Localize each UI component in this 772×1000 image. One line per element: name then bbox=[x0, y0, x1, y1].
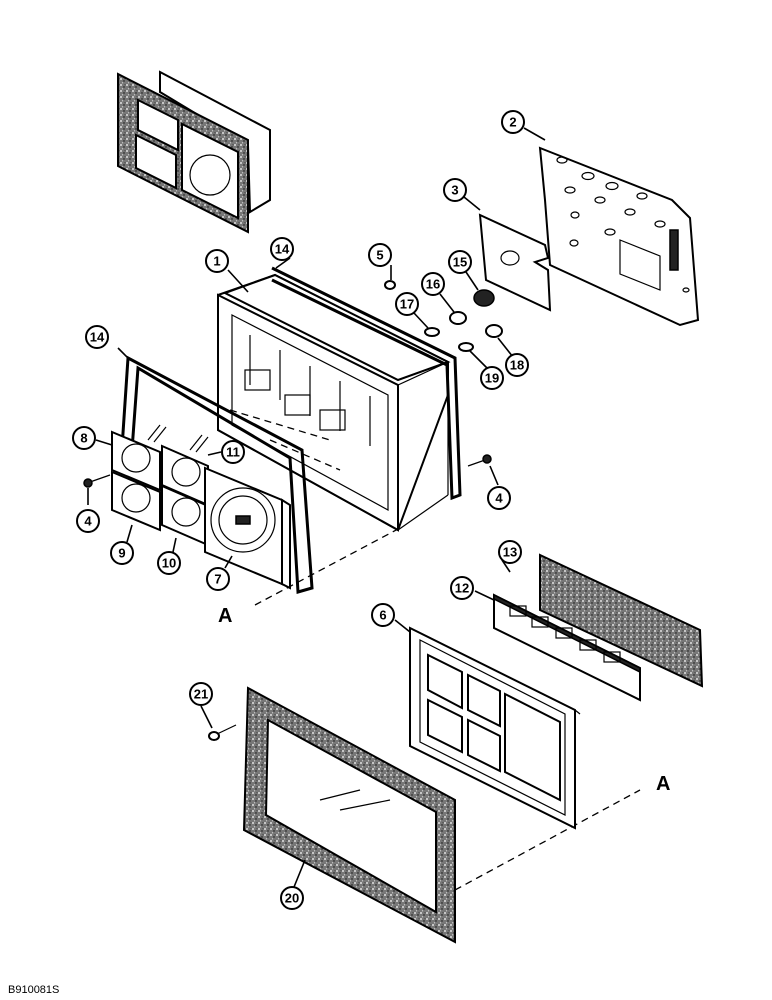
callout-8: 8 bbox=[72, 426, 96, 450]
callout-1: 1 bbox=[205, 249, 229, 273]
guide-line bbox=[229, 409, 331, 441]
callout-16: 16 bbox=[421, 272, 445, 296]
callout-2: 2 bbox=[501, 110, 525, 134]
svg-text:4: 4 bbox=[84, 514, 92, 529]
svg-text:11: 11 bbox=[226, 445, 240, 460]
seal-ring-upper bbox=[271, 266, 462, 501]
callout-14-upper: 14 bbox=[270, 237, 294, 261]
indicator-lens-strip bbox=[493, 593, 641, 702]
screw-fasteners bbox=[83, 454, 492, 741]
tachometer-gauge bbox=[204, 466, 291, 590]
svg-text:6: 6 bbox=[379, 608, 386, 623]
svg-text:2: 2 bbox=[509, 115, 516, 130]
callout-14-lower: 14 bbox=[85, 325, 109, 349]
assembled-cluster-view bbox=[117, 70, 271, 234]
svg-text:20: 20 bbox=[285, 891, 299, 906]
callout-13: 13 bbox=[498, 540, 522, 564]
svg-text:14: 14 bbox=[275, 242, 290, 257]
callout-18: 18 bbox=[505, 353, 529, 377]
svg-text:15: 15 bbox=[453, 255, 467, 270]
section-marker-left: A bbox=[218, 605, 232, 627]
svg-text:18: 18 bbox=[510, 358, 524, 373]
guide-line bbox=[254, 527, 401, 606]
lens-frame bbox=[242, 686, 456, 944]
svg-text:3: 3 bbox=[451, 183, 458, 198]
callout-labels: 2 3 1 14 5 15 16 17 14 8 11 18 19 4 4 9 … bbox=[72, 110, 529, 910]
back-plate bbox=[538, 146, 700, 327]
svg-text:16: 16 bbox=[426, 277, 440, 292]
callout-4-right: 4 bbox=[487, 486, 511, 510]
document-id: B910081S bbox=[8, 984, 59, 996]
callout-15: 15 bbox=[448, 250, 472, 274]
bulb-socket-parts bbox=[384, 280, 503, 352]
svg-text:12: 12 bbox=[455, 581, 469, 596]
svg-text:4: 4 bbox=[495, 491, 503, 506]
svg-text:8: 8 bbox=[80, 431, 87, 446]
svg-text:19: 19 bbox=[485, 371, 499, 386]
callout-9: 9 bbox=[110, 541, 134, 565]
svg-text:17: 17 bbox=[400, 297, 414, 312]
callout-19: 19 bbox=[480, 366, 504, 390]
svg-text:13: 13 bbox=[503, 545, 517, 560]
callout-5: 5 bbox=[368, 243, 392, 267]
svg-text:9: 9 bbox=[118, 546, 125, 561]
svg-text:5: 5 bbox=[376, 248, 383, 263]
indicator-decal bbox=[539, 553, 704, 688]
callout-3: 3 bbox=[443, 178, 467, 202]
svg-text:7: 7 bbox=[214, 572, 221, 587]
guide-line bbox=[269, 439, 341, 471]
leader-lines bbox=[87, 127, 546, 888]
callout-11: 11 bbox=[221, 440, 245, 464]
gauge-cluster-right bbox=[161, 434, 209, 547]
section-marker-right: A bbox=[656, 773, 670, 795]
gasket-hole bbox=[500, 250, 520, 266]
gasket-plate bbox=[478, 213, 552, 312]
callout-4-left: 4 bbox=[76, 509, 100, 533]
svg-text:14: 14 bbox=[90, 330, 105, 345]
callout-20: 20 bbox=[280, 886, 304, 910]
svg-text:1: 1 bbox=[213, 254, 220, 269]
callout-12: 12 bbox=[450, 576, 474, 600]
callout-6: 6 bbox=[371, 603, 395, 627]
svg-text:10: 10 bbox=[162, 556, 176, 571]
callout-10: 10 bbox=[157, 551, 181, 575]
callout-17: 17 bbox=[395, 292, 419, 316]
bezel-frame bbox=[409, 626, 581, 830]
callout-21: 21 bbox=[189, 682, 213, 706]
gauge-cluster-left bbox=[111, 424, 167, 532]
svg-text:21: 21 bbox=[194, 687, 208, 702]
callout-7: 7 bbox=[206, 567, 230, 591]
